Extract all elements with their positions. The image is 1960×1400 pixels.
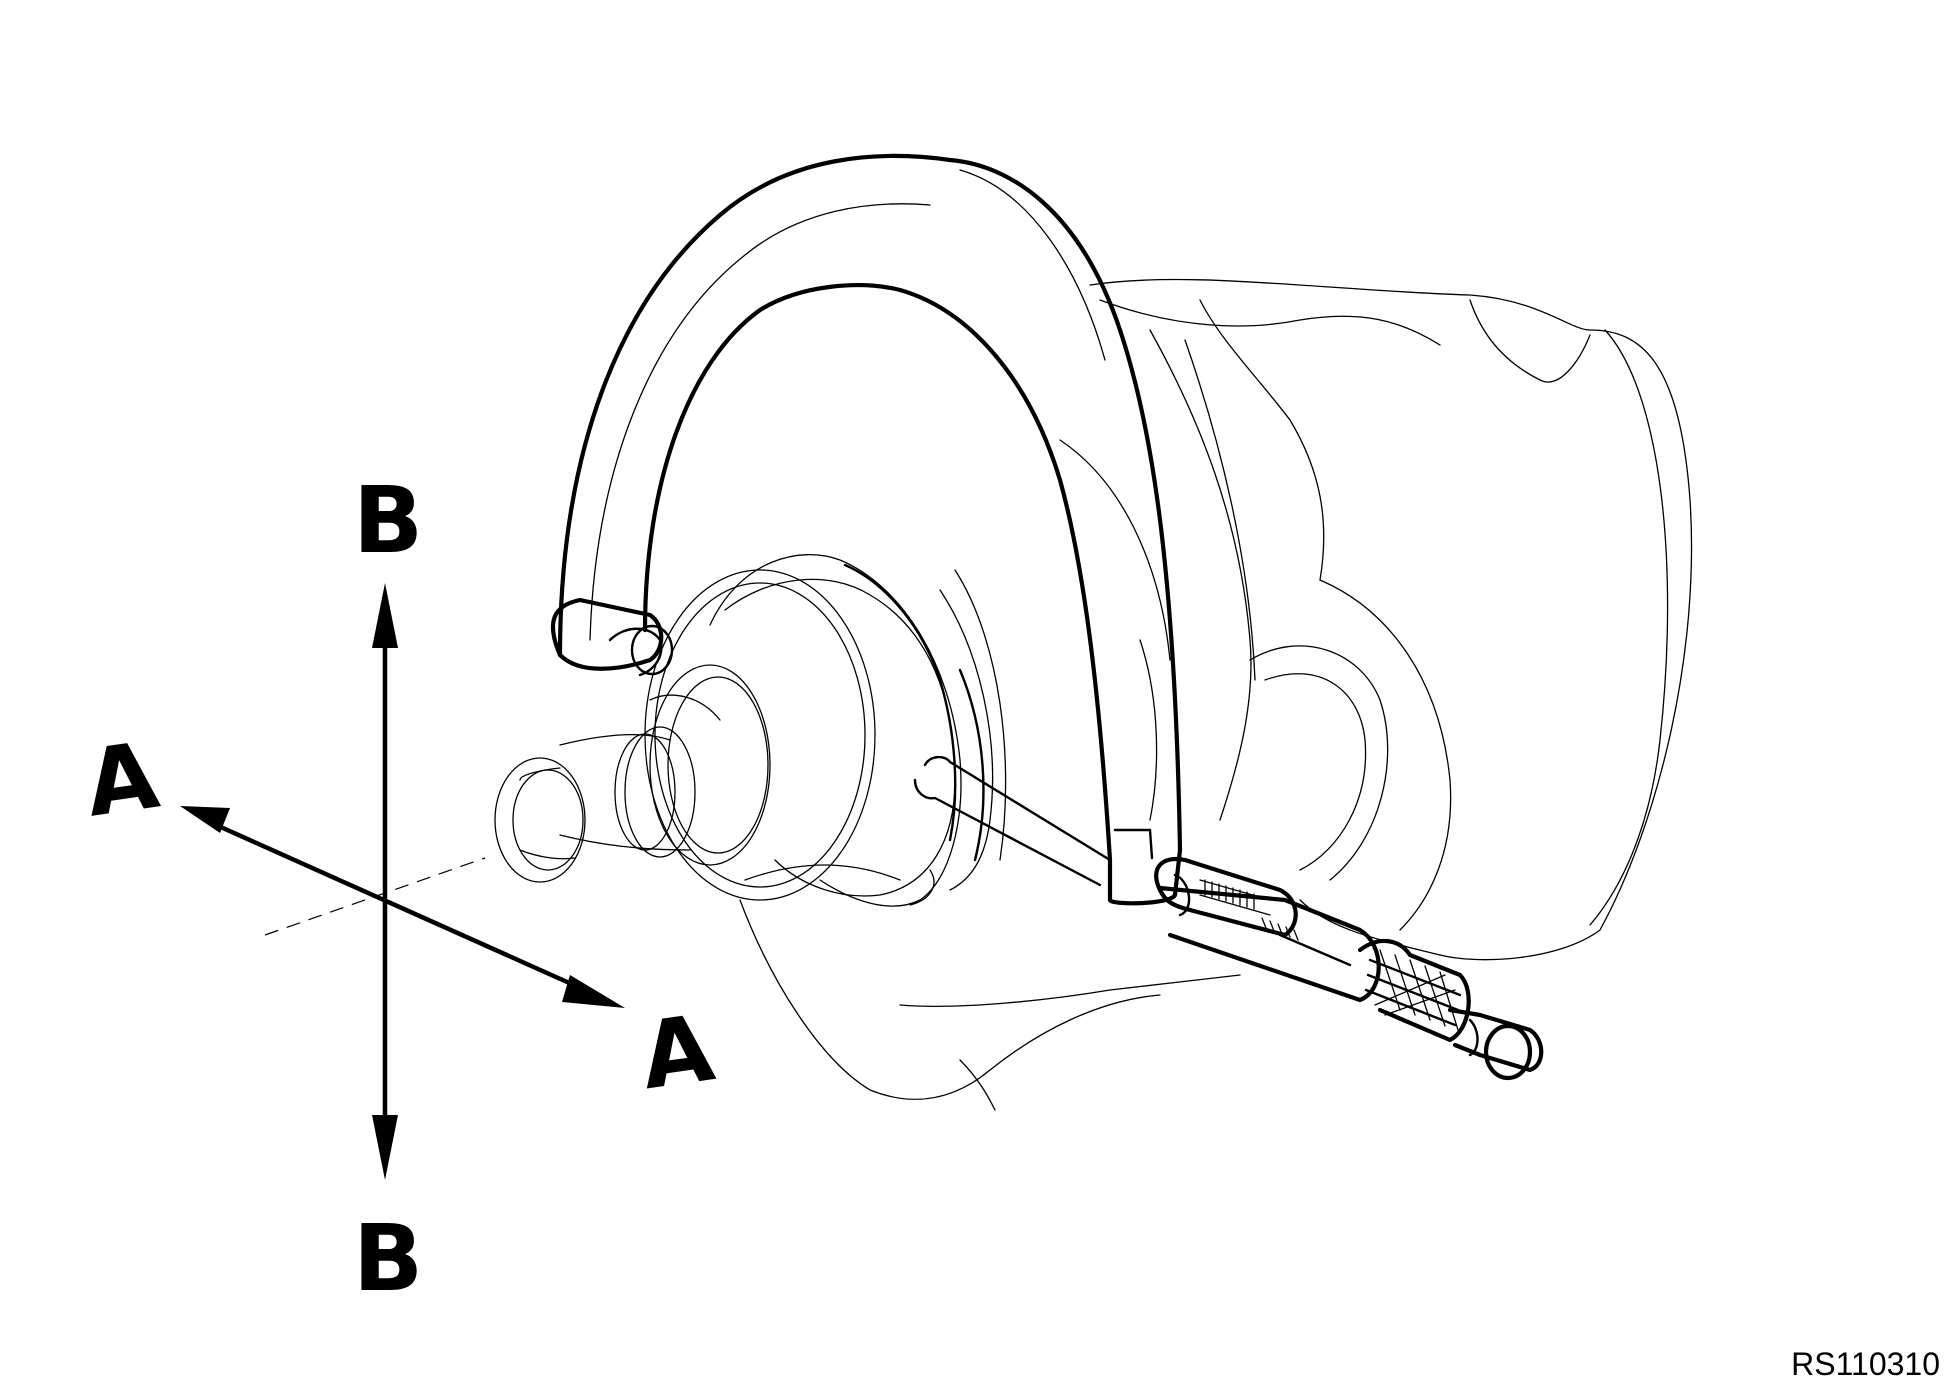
label-b-bottom: B bbox=[353, 1205, 423, 1312]
arrow-b-down-icon bbox=[372, 1115, 398, 1180]
crankshaft-journal bbox=[494, 554, 985, 907]
arrow-a-left-icon bbox=[180, 806, 230, 833]
axis-a-line bbox=[202, 817, 588, 993]
arrow-a-right-icon bbox=[562, 975, 625, 1008]
label-a-left: A bbox=[79, 722, 164, 838]
crankshaft-drawing bbox=[739, 278, 1693, 1111]
micrometer bbox=[550, 153, 1544, 1081]
arrow-b-up-icon bbox=[372, 583, 398, 648]
measurement-axes: A A B B bbox=[79, 467, 720, 1312]
label-a-right: A bbox=[635, 994, 720, 1110]
knurled-ratchet bbox=[1357, 938, 1471, 1043]
figure-code: RS110310 bbox=[1791, 1346, 1940, 1382]
label-b-top: B bbox=[353, 467, 423, 574]
thimble-graduations bbox=[1261, 917, 1299, 941]
